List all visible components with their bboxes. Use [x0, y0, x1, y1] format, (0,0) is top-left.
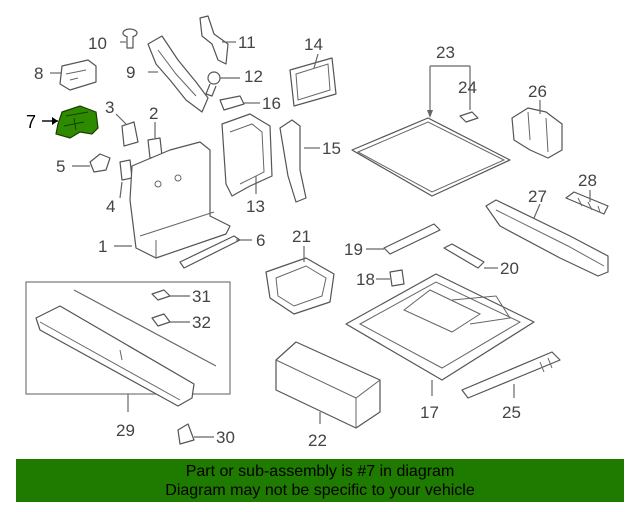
callout-6: 6 — [256, 231, 265, 250]
part-10-screw[interactable] — [120, 28, 138, 49]
callout-4: 4 — [106, 197, 115, 216]
part-7-highlighted-assembly[interactable] — [42, 105, 99, 139]
part-12-clip[interactable] — [205, 71, 240, 97]
banner-line-2: Diagram may not be specific to your vehi… — [165, 482, 475, 499]
callout-9: 9 — [126, 63, 135, 82]
part-18-clip[interactable] — [376, 269, 405, 287]
callout-25: 25 — [502, 403, 521, 422]
part-2-clip[interactable] — [147, 122, 163, 159]
callout-14: 14 — [304, 35, 323, 54]
callout-10: 10 — [88, 34, 107, 53]
exploded-parts-diagram: 10 11 8 9 12 14 16 — [25, 15, 609, 450]
part-15-pillar[interactable] — [279, 119, 320, 203]
callout-28: 28 — [578, 171, 597, 190]
part-9-pillar-trim[interactable] — [147, 35, 209, 113]
callout-17: 17 — [420, 403, 439, 422]
banner-line-1: Part or sub-assembly is #7 in diagram — [185, 463, 455, 480]
callout-7: 7 — [26, 112, 36, 132]
part-5-cap[interactable] — [72, 153, 111, 173]
callout-24: 24 — [458, 78, 477, 97]
part-11-bracket[interactable] — [199, 15, 236, 65]
part-8-trim-cover[interactable] — [50, 59, 97, 91]
part-14-panel[interactable] — [289, 53, 337, 107]
part-25-sill-plate[interactable] — [461, 351, 561, 399]
part-13-trim-panel[interactable] — [221, 113, 273, 197]
callout-12: 12 — [244, 67, 263, 86]
callout-23: 23 — [436, 43, 455, 62]
part-1-quarter-trim[interactable] — [114, 141, 231, 259]
callout-27: 27 — [528, 187, 547, 206]
part-21-storage-tray[interactable] — [265, 246, 335, 315]
callout-15: 15 — [322, 139, 341, 158]
callout-31: 31 — [192, 287, 211, 306]
callout-29: 29 — [116, 421, 135, 440]
part-3-clip[interactable] — [115, 113, 139, 147]
part-32-clip[interactable] — [151, 313, 190, 327]
callout-2: 2 — [149, 104, 158, 123]
part-22-enclosure[interactable] — [275, 341, 381, 429]
part-27-sill-trim[interactable] — [485, 199, 609, 277]
callout-30: 30 — [216, 428, 235, 447]
part-31-clip[interactable] — [151, 289, 190, 301]
part-16-bracket[interactable] — [219, 95, 260, 111]
part-28-strip[interactable] — [565, 190, 609, 215]
part-29-cargo-cover-group[interactable] — [25, 281, 231, 412]
callout-32: 32 — [192, 313, 211, 332]
callout-1: 1 — [98, 237, 107, 256]
part-30-bracket[interactable] — [177, 423, 214, 445]
callout-3: 3 — [105, 98, 114, 117]
callout-5: 5 — [56, 157, 65, 176]
part-19-strip[interactable] — [366, 223, 441, 255]
callout-22: 22 — [308, 431, 327, 450]
part-23-cargo-mat[interactable] — [351, 65, 511, 197]
part-17-cargo-floor[interactable] — [345, 273, 535, 396]
callout-11: 11 — [238, 33, 256, 52]
callout-8: 8 — [34, 64, 43, 83]
callout-20: 20 — [500, 259, 519, 278]
callout-13: 13 — [246, 197, 265, 216]
callout-19: 19 — [344, 240, 363, 259]
callout-26: 26 — [528, 82, 547, 101]
part-24-clip[interactable] — [459, 96, 479, 123]
callout-18: 18 — [356, 270, 375, 289]
callout-21: 21 — [292, 227, 311, 246]
part-6-strip[interactable] — [179, 235, 252, 269]
part-26-bracket[interactable] — [511, 100, 563, 159]
callout-16: 16 — [262, 94, 281, 113]
part-20-strip[interactable] — [443, 243, 498, 269]
info-banner: Part or sub-assembly is #7 in diagram Di… — [16, 459, 624, 502]
